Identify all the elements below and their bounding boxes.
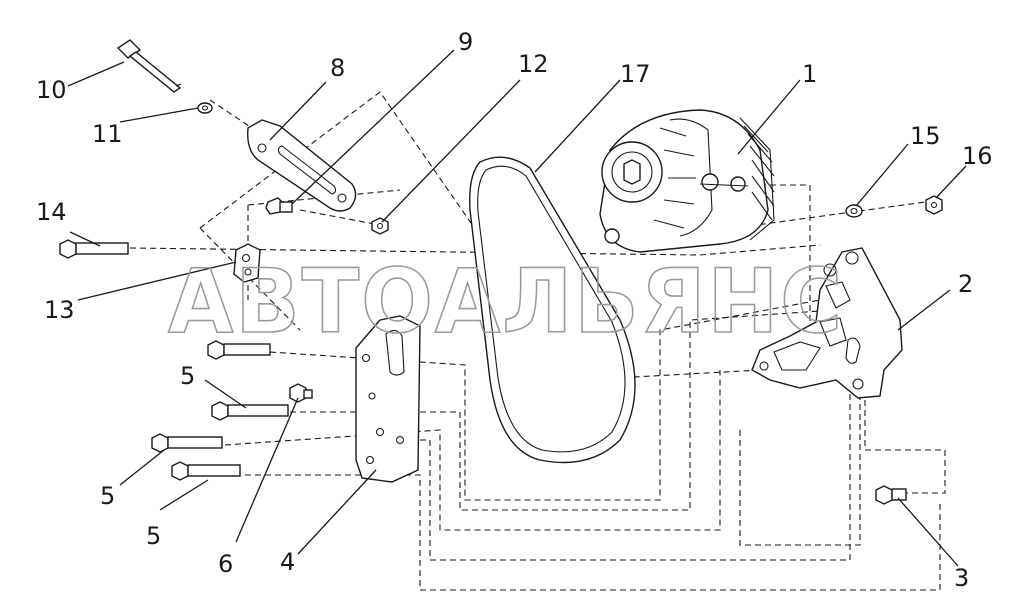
callout-11: 11 (92, 120, 123, 148)
bolt-5-bottom (171, 461, 241, 481)
spacer-13 (233, 243, 261, 283)
bolt-14 (59, 239, 129, 259)
bolt-9 (265, 197, 293, 215)
bolt-5-top (207, 340, 271, 360)
callout-3: 3 (954, 564, 969, 592)
bolt-5-lower (151, 433, 223, 453)
belt-17 (469, 156, 636, 464)
callout-2: 2 (958, 270, 973, 298)
callout-17: 17 (620, 60, 651, 88)
callout-8: 8 (330, 54, 345, 82)
washer-11 (197, 102, 213, 114)
watermark-text: АВТОАЛЬЯНС (168, 250, 844, 353)
callout-9: 9 (458, 28, 473, 56)
bracket-2 (751, 247, 903, 399)
nut-12 (371, 217, 389, 235)
callout-13: 13 (44, 296, 75, 324)
alternator-1 (599, 109, 775, 253)
callout-14: 14 (36, 198, 67, 226)
callout-labels: 1 2 3 4 5 5 5 6 8 9 10 11 12 13 14 15 16… (36, 28, 993, 592)
bolt-5-middle (211, 401, 289, 421)
callout-6: 6 (218, 550, 233, 578)
callout-12: 12 (518, 50, 549, 78)
callout-5b: 5 (100, 482, 115, 510)
washer-15 (845, 204, 863, 218)
leader-lines (67, 49, 967, 567)
callout-1: 1 (802, 60, 817, 88)
bracket-8 (247, 119, 357, 212)
bolt-10 (116, 39, 182, 93)
nut-16 (925, 195, 943, 215)
callout-16: 16 (962, 142, 993, 170)
bolt-6 (289, 383, 313, 403)
callout-5a: 5 (180, 362, 195, 390)
callout-15: 15 (910, 122, 941, 150)
plate-4 (355, 315, 421, 483)
callout-4: 4 (280, 548, 295, 576)
callout-5c: 5 (146, 522, 161, 550)
callout-10: 10 (36, 76, 67, 104)
